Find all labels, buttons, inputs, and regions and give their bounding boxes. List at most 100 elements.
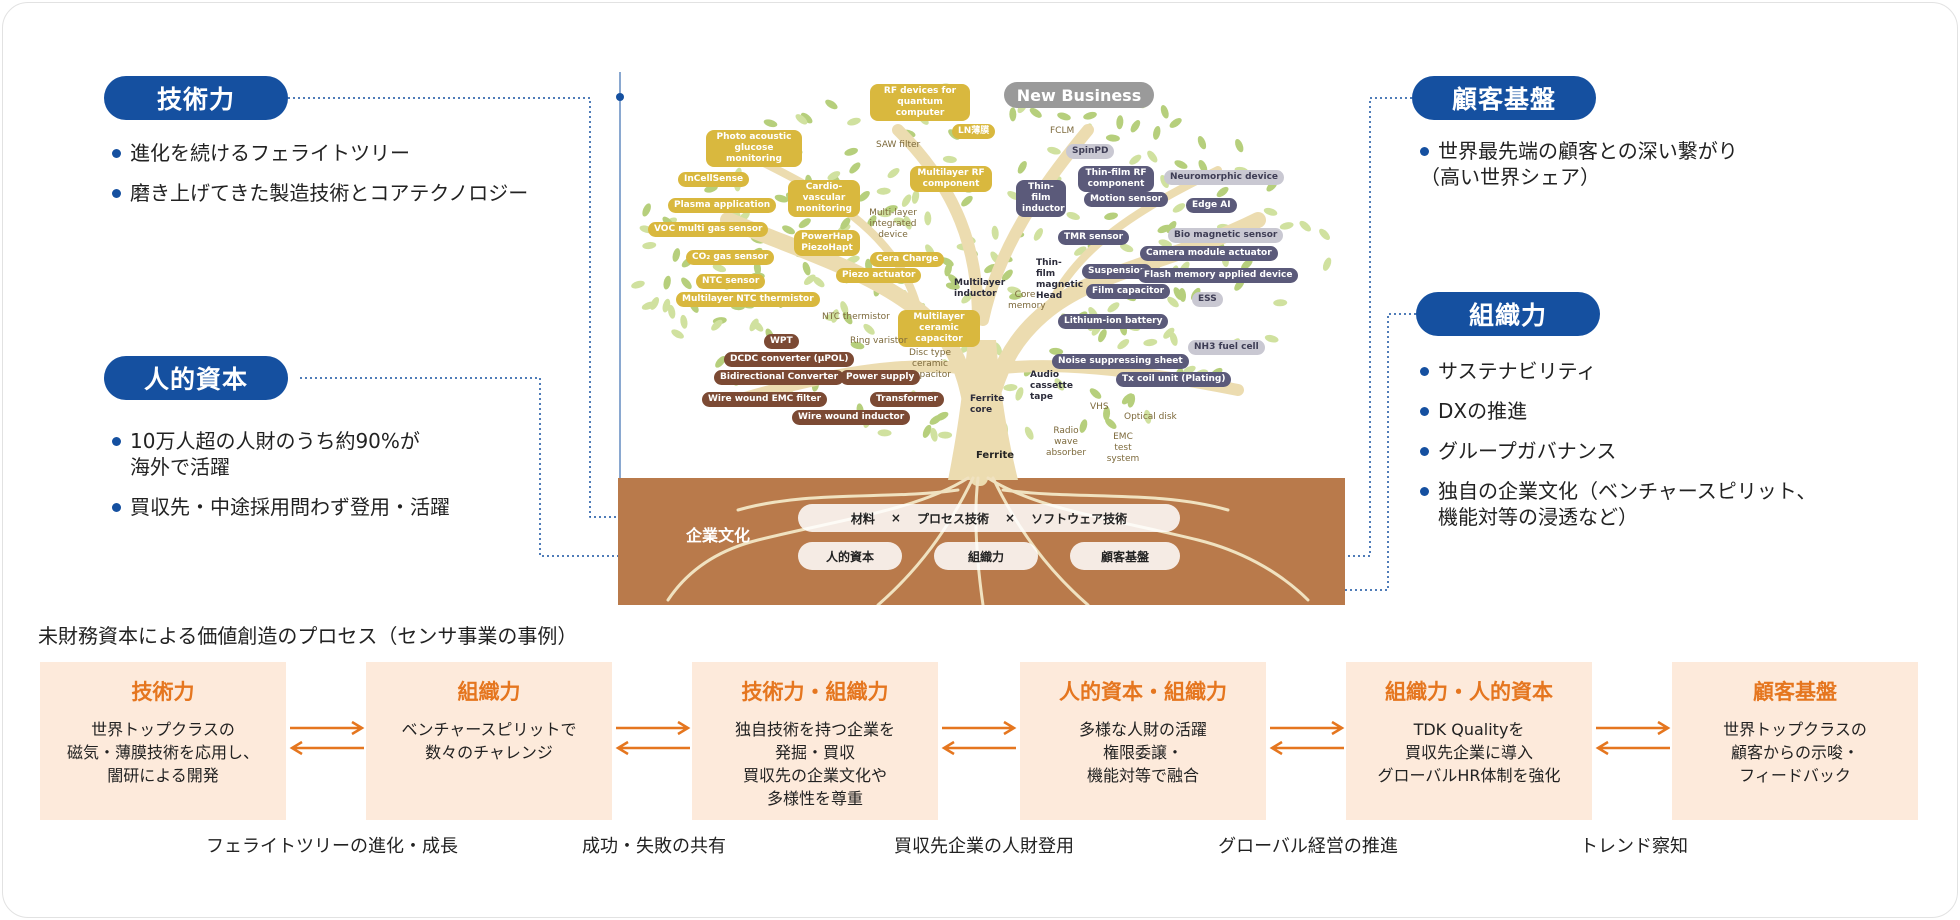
- leaf: [711, 319, 723, 331]
- process-title: 未財務資本による価値創造のプロセス（センサ事業の事例）: [38, 624, 578, 648]
- leaf: [929, 414, 942, 425]
- leaf: [1003, 384, 1018, 392]
- org-pill: 組織力: [1416, 292, 1600, 336]
- leaf: [1273, 299, 1288, 307]
- process-caption-3: 買収先企業の人財登用: [894, 836, 1074, 857]
- leaf: [961, 195, 973, 207]
- leaf: [1158, 239, 1172, 248]
- tree-label: Photo acoustic glucose monitoring: [706, 130, 802, 167]
- leaf: [680, 314, 688, 329]
- org-bullet-4-line2: 機能対等の浸透など）: [1438, 505, 1638, 529]
- process-box-5: 組織力・人的資本 TDK Qualityを 買収先企業に導入 グローバルHR体制…: [1346, 662, 1592, 820]
- process-box-text: 多様な人財の活躍 権限委譲・ 機能対等で融合: [1078, 720, 1207, 785]
- double-arrow-icon: [941, 720, 1017, 756]
- process-caption-1: フェライトツリーの進化・成長: [206, 836, 458, 857]
- leaf: [938, 431, 953, 439]
- process-caption-4: グローバル経営の推進: [1218, 836, 1398, 857]
- double-arrow-icon: [289, 720, 365, 756]
- root-org: 組織力: [934, 542, 1038, 570]
- tree-label: Ferrite core: [970, 394, 1005, 415]
- root-human-capital: 人的資本: [798, 542, 902, 570]
- process-box-title: 人的資本・組織力: [1059, 680, 1227, 704]
- tree-label: Plasma application: [668, 198, 777, 213]
- leaf: [876, 187, 891, 195]
- leaf: [1121, 393, 1133, 405]
- leaf: [1147, 150, 1158, 163]
- leaf: [922, 424, 932, 438]
- human-bullet-1-line1: 10万人超の人財のうち約90%が: [130, 429, 420, 453]
- tree-label: Film capacitor: [1086, 284, 1171, 299]
- root-materials: 材料: [850, 511, 875, 526]
- leaf: [1216, 186, 1229, 198]
- customer-line-2: （高い世界シェア）: [1420, 165, 1600, 189]
- leaf: [930, 427, 938, 442]
- process-caption-5: トレンド察知: [1580, 836, 1688, 857]
- leaf: [774, 194, 789, 203]
- tree-label: ESS: [1192, 292, 1223, 307]
- tree-label: Wire wound inductor: [792, 410, 911, 425]
- process-box-title: 顧客基盤: [1753, 680, 1837, 704]
- tree-label: Multilayer ceramic capacitor: [898, 310, 980, 347]
- human-bullet-1: 10万人超の人財のうち約90%が 海外で活躍: [112, 428, 450, 480]
- tree-label: NTC sensor: [696, 274, 766, 289]
- leaf: [642, 241, 657, 250]
- tree-label: VHS: [1090, 402, 1109, 412]
- tree-label: Audio cassette tape: [1030, 370, 1073, 402]
- leaf: [1279, 222, 1294, 230]
- leaf: [715, 356, 726, 368]
- leaf: [1116, 115, 1124, 130]
- tree-label: Tx coil unit (Plating): [1116, 372, 1232, 387]
- leaf: [1120, 243, 1134, 253]
- tree-label: TMR sensor: [1058, 230, 1130, 245]
- leaf: [840, 301, 849, 315]
- leaf: [1322, 257, 1332, 271]
- leaf: [1029, 107, 1042, 118]
- leaf: [1264, 334, 1279, 343]
- leaf: [1083, 111, 1097, 120]
- leaf: [1167, 296, 1179, 308]
- leaf: [1066, 211, 1080, 220]
- tree-label: WPT: [764, 334, 799, 349]
- leaf: [887, 167, 900, 179]
- tree-label: SpinPD: [1066, 144, 1115, 159]
- human-bullet-1-line2: 海外で活躍: [130, 455, 230, 479]
- tree-label: Bio magnetic sensor: [1168, 228, 1284, 243]
- leaf: [1009, 107, 1017, 122]
- leaf: [798, 218, 811, 229]
- leaf: [827, 171, 841, 181]
- leaf: [1015, 387, 1024, 401]
- leaf: [840, 217, 851, 230]
- leaf: [1089, 388, 1102, 399]
- process-box-1: 技術力 世界トップクラスの 磁気・薄膜技術を応用し、 闇研による開発: [40, 662, 286, 820]
- tree-label: Motion sensor: [1084, 192, 1169, 207]
- leaf: [1105, 134, 1120, 142]
- ferrite-tree: New Business Photo acoustic glucose moni…: [618, 70, 1345, 605]
- leaf: [631, 280, 645, 289]
- tech-pill: 技術力: [104, 76, 288, 120]
- leaf: [752, 320, 764, 332]
- leaf: [1169, 118, 1182, 128]
- leaf: [863, 323, 875, 335]
- leaf: [1129, 154, 1142, 165]
- tech-bullets: 進化を続けるフェライトツリー 磨き上げてきた製造技術とコアテクノロジー: [112, 140, 528, 220]
- leaf: [1198, 159, 1208, 173]
- leaf: [1033, 228, 1044, 241]
- process-caption-2: 成功・失敗の共有: [582, 836, 726, 857]
- customer-base-pill: 顧客基盤: [1412, 76, 1596, 120]
- tree-label: Edge AI: [1186, 198, 1237, 213]
- leaf: [1047, 146, 1061, 155]
- tree-label: Noise suppressing sheet: [1052, 354, 1189, 369]
- tree-label: Disc type ceramic capacitor: [908, 348, 952, 380]
- human-bullet-2: 買収先・中途採用問わず登用・活躍: [112, 494, 450, 520]
- leaf: [961, 292, 973, 304]
- leaf: [858, 190, 870, 202]
- leaf: [877, 429, 892, 437]
- tree-label: PowerHap PiezoHapt: [794, 230, 860, 256]
- process-box-text: ベンチャースピリットで 数々のチャレンジ: [401, 720, 577, 762]
- leaf: [991, 225, 999, 240]
- process-box-text: 世界トップクラスの 磁気・薄膜技術を応用し、 闇研による開発: [66, 720, 259, 785]
- tree-label: Wire wound EMC filter: [702, 392, 828, 407]
- leaf: [763, 119, 778, 128]
- leaf: [901, 194, 912, 207]
- leaf: [903, 216, 912, 230]
